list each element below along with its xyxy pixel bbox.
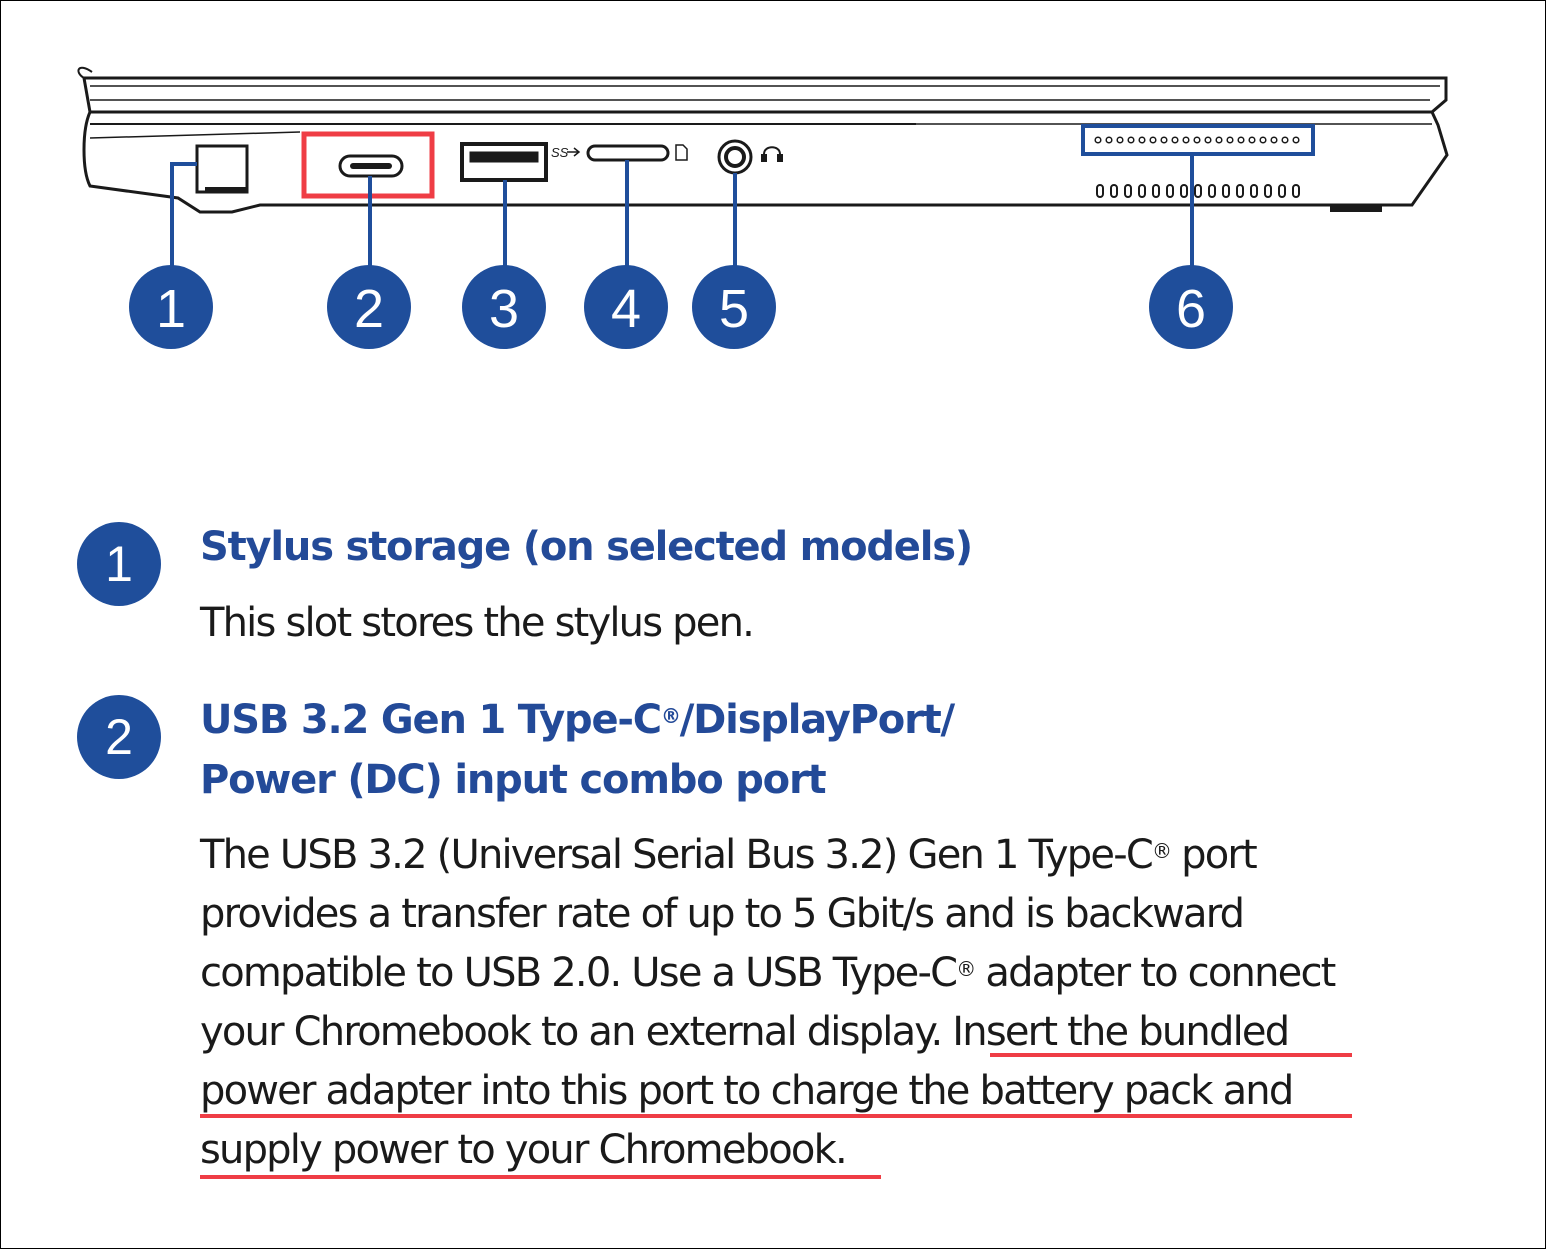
card-reader-slot xyxy=(586,144,670,162)
section-1-title: Stylus storage (on selected models) xyxy=(200,524,973,570)
laptop-foot xyxy=(1330,205,1382,212)
superspeed-icon: SS xyxy=(551,145,569,160)
callout-3: 3 xyxy=(462,265,546,349)
section-1-description: This slot stores the stylus pen. xyxy=(200,600,755,646)
section-2-body-line-4: your Chromebook to an external display. … xyxy=(200,1009,1290,1055)
svg-text:3: 3 xyxy=(489,279,519,339)
red-underline-1 xyxy=(990,1053,1352,1057)
laptop-lid xyxy=(77,66,1448,114)
red-underline-2 xyxy=(200,1114,1352,1118)
callout-5: 5 xyxy=(692,265,776,349)
laptop-side-diagram: SS xyxy=(77,66,1449,349)
svg-text:5: 5 xyxy=(719,279,749,339)
usb-a-port xyxy=(460,142,548,182)
red-underline-3 xyxy=(200,1175,881,1179)
callout-6: 6 xyxy=(1149,265,1233,349)
speaker-slots xyxy=(1096,184,1300,198)
svg-text:2: 2 xyxy=(354,279,384,339)
section-2-bullet: 2 xyxy=(77,695,161,779)
section-2-body-line-5: power adapter into this port to charge t… xyxy=(200,1068,1294,1114)
callout-leaders xyxy=(170,154,1194,268)
section-2-body-line-2: provides a transfer rate of up to 5 Gbit… xyxy=(200,891,1245,937)
highlighted-text-start: Insert the bundled xyxy=(952,1009,1290,1055)
svg-text:1: 1 xyxy=(156,279,186,339)
callout-2: 2 xyxy=(327,265,411,349)
section-2-body-line-6: supply power to your Chromebook. xyxy=(200,1127,848,1173)
sd-card-icon xyxy=(675,144,688,161)
speaker-grille-highlight xyxy=(1081,124,1315,156)
callout-1: 1 xyxy=(129,265,213,349)
stylus-slot xyxy=(195,144,249,194)
speaker-dots xyxy=(1094,136,1300,144)
audio-jack xyxy=(717,139,753,175)
section-2-body-line-1: The USB 3.2 (Universal Serial Bus 3.2) G… xyxy=(200,832,1258,878)
callout-4: 4 xyxy=(584,265,668,349)
section-2-title-line1: USB 3.2 Gen 1 Type-C®/DisplayPort/ xyxy=(200,697,955,743)
section-2-title-line2: Power (DC) input combo port xyxy=(200,757,827,803)
headset-icon xyxy=(761,146,783,162)
svg-text:4: 4 xyxy=(611,279,641,339)
section-2-body-line-3: compatible to USB 2.0. Use a USB Type-C®… xyxy=(200,950,1336,996)
svg-text:6: 6 xyxy=(1176,279,1206,339)
section-1-bullet: 1 xyxy=(77,522,161,606)
